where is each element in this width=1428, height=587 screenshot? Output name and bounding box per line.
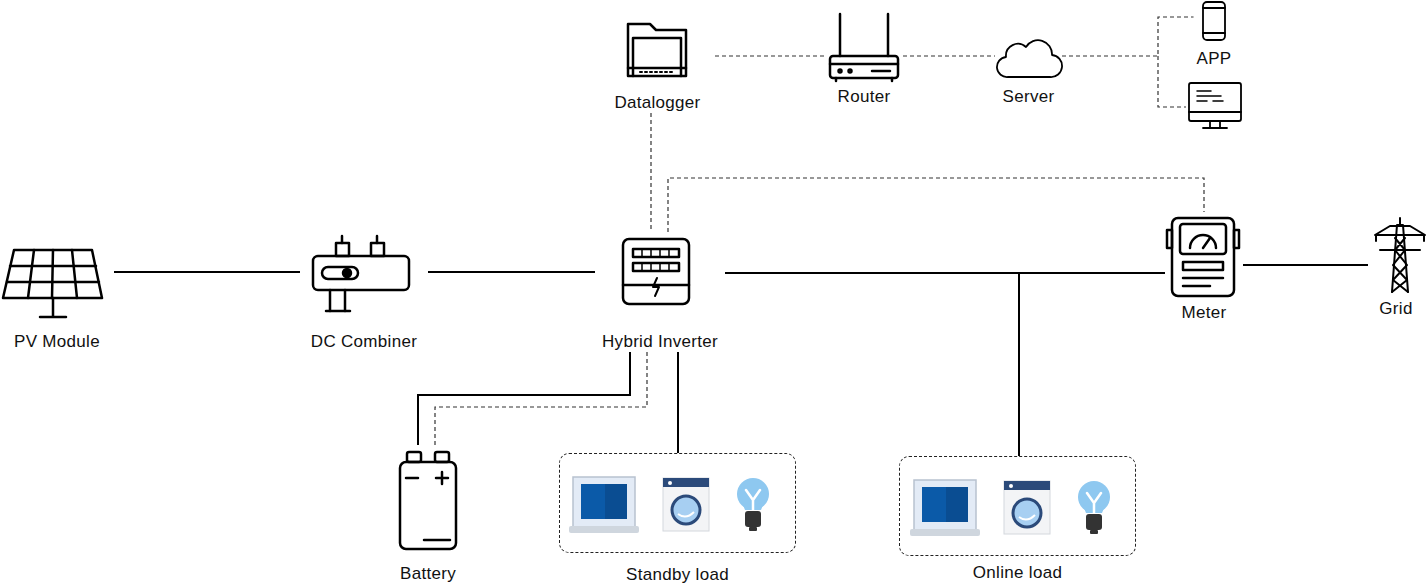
device-node: Meter [1165, 212, 1243, 323]
device-node: Router [825, 10, 903, 107]
device-label: APP [1197, 49, 1232, 69]
device-node: Datalogger [600, 18, 715, 113]
power-line [677, 352, 679, 453]
comm-line [715, 55, 825, 56]
comm-line [668, 178, 1204, 232]
monitor-wire [1158, 56, 1186, 107]
device-label: Standby load [626, 565, 729, 585]
device-label: Server [1003, 87, 1055, 107]
device-label: Grid [1379, 299, 1412, 319]
device-node: Battery [390, 445, 466, 584]
grid-tower-icon [1375, 218, 1425, 292]
device-node: DC Combiner [300, 232, 428, 352]
device-node: Server [995, 38, 1062, 107]
comm-line [1062, 17, 1194, 56]
load-group: Standby load [559, 453, 796, 553]
device-label: Hybrid Inverter [602, 332, 718, 352]
device-label: PV Module [14, 332, 100, 352]
datalogger-icon [628, 24, 686, 76]
inverter-icon [623, 239, 689, 304]
device-label: Datalogger [614, 93, 700, 113]
power-line [725, 273, 1019, 456]
battery-icon [400, 452, 456, 549]
comm-line [903, 55, 995, 56]
power-line [418, 352, 630, 445]
phone-icon [1203, 2, 1225, 40]
device-node: Hybrid Inverter [595, 232, 725, 352]
device-label: Battery [400, 564, 456, 584]
dc-combiner-icon [313, 236, 409, 311]
cloud-icon [997, 40, 1062, 77]
device-node: Grid [1368, 212, 1424, 319]
power-line [114, 271, 300, 273]
device-node: PV Module [0, 245, 114, 352]
power-line [428, 271, 595, 273]
power-line [1243, 264, 1368, 266]
meter-icon [1167, 218, 1239, 296]
router-icon [830, 14, 898, 81]
monitor-icon [1189, 83, 1241, 128]
device-label: Meter [1182, 303, 1227, 323]
device-label: DC Combiner [311, 332, 417, 352]
device-label: Online load [973, 563, 1062, 583]
pv-panel-icon [3, 250, 102, 317]
load-group: Online load [899, 456, 1136, 556]
comm-line [650, 113, 651, 232]
comm-line [435, 352, 647, 445]
device-node: APP [1194, 2, 1235, 69]
device-label: Router [838, 87, 891, 107]
